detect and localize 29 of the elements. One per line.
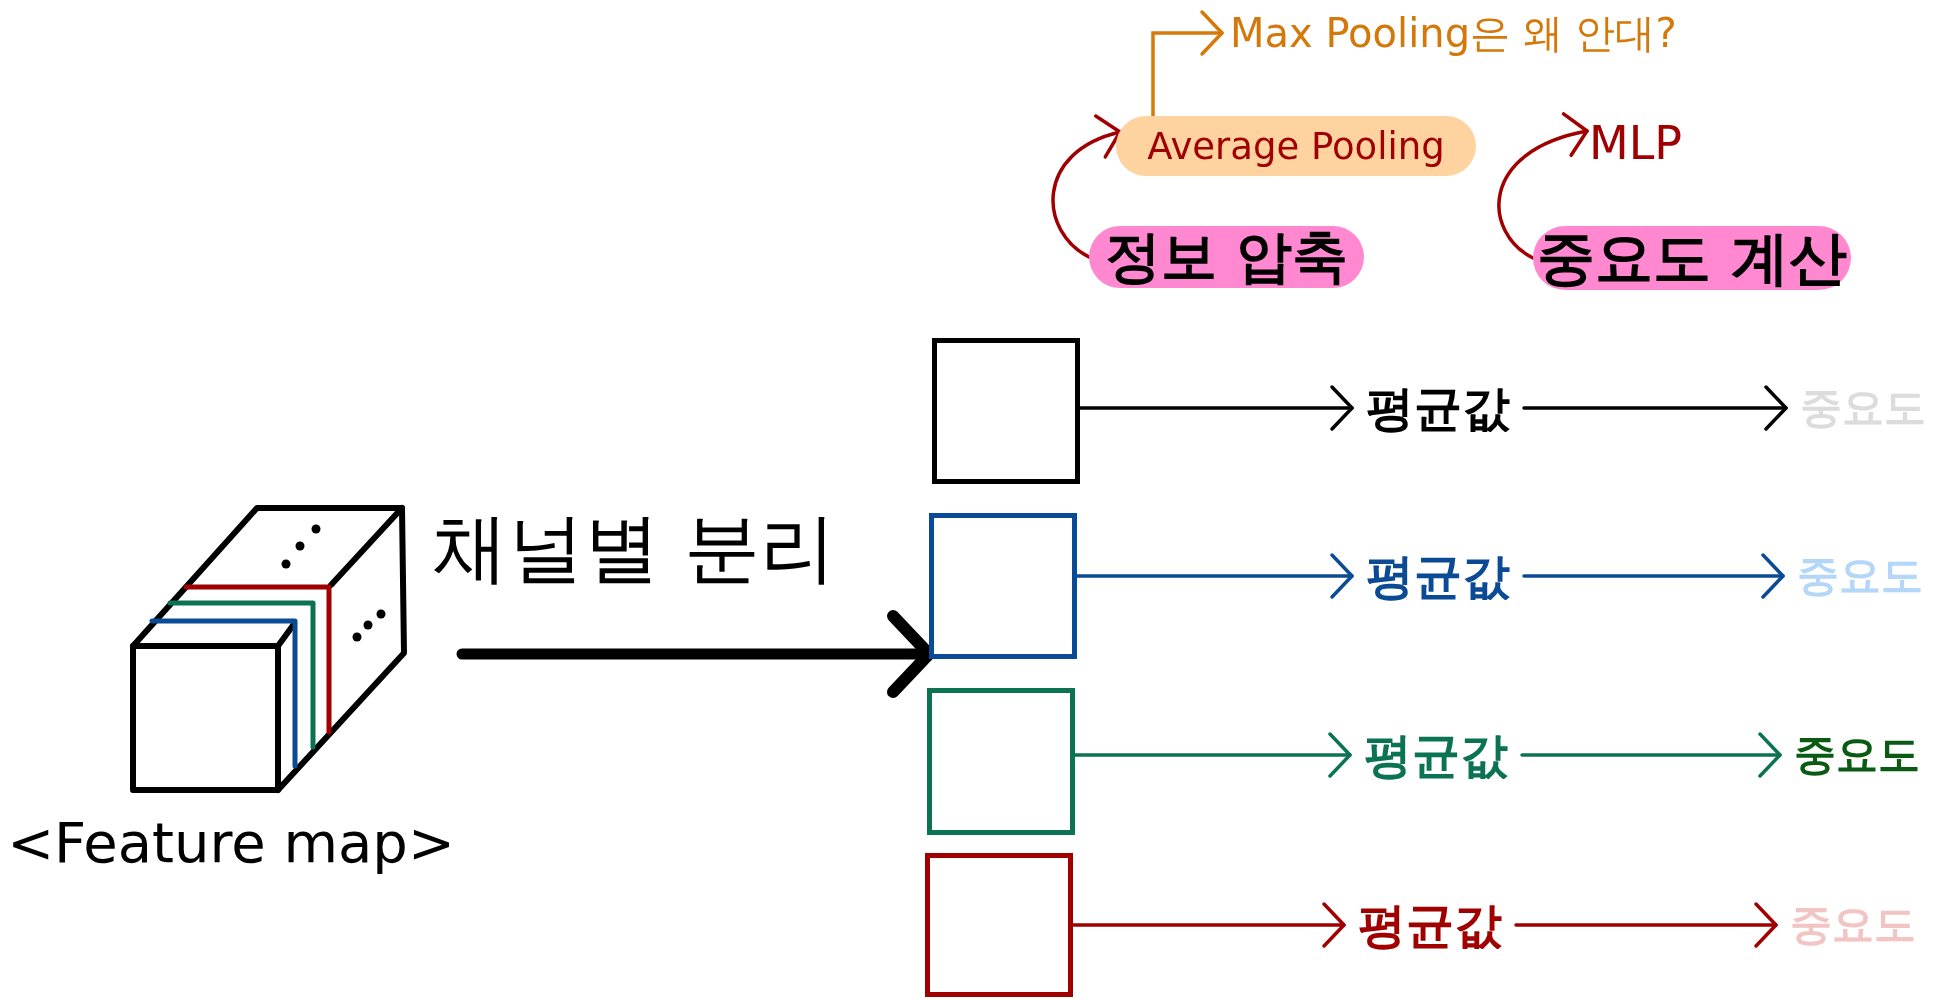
text-label: 중요도 [1776, 897, 1916, 953]
text-label: Max Pooling은 왜 안대? [1222, 7, 1683, 59]
highlight-label: 중요도 계산 [1533, 226, 1851, 290]
square [927, 688, 1075, 835]
arrow [1514, 902, 1778, 948]
text-label: 평균값 [1352, 377, 1524, 439]
arrow [1497, 113, 1589, 260]
text-label: 중요도 [1783, 548, 1923, 604]
square [929, 513, 1077, 659]
arrow [1071, 902, 1346, 948]
text-label: <Feature map> [6, 809, 456, 877]
arrow [1151, 10, 1224, 118]
text-label: MLP [1583, 115, 1689, 171]
arrow [1520, 732, 1782, 778]
arrow [1075, 553, 1354, 599]
text-label: 평균값 [1350, 724, 1522, 786]
square [932, 338, 1080, 484]
arrow [1522, 385, 1788, 431]
arrow [456, 610, 935, 698]
arrow [1522, 553, 1785, 599]
text-label: 평균값 [1344, 894, 1516, 956]
arrow [1051, 116, 1122, 259]
highlight-label: 정보 압축 [1089, 226, 1364, 288]
text-label: 평균값 [1352, 545, 1524, 607]
arrow [1073, 732, 1352, 778]
arrow [1078, 385, 1354, 431]
highlight-label: Average Pooling [1116, 116, 1476, 176]
text-label: 중요도 [1780, 727, 1920, 783]
square [925, 853, 1073, 997]
